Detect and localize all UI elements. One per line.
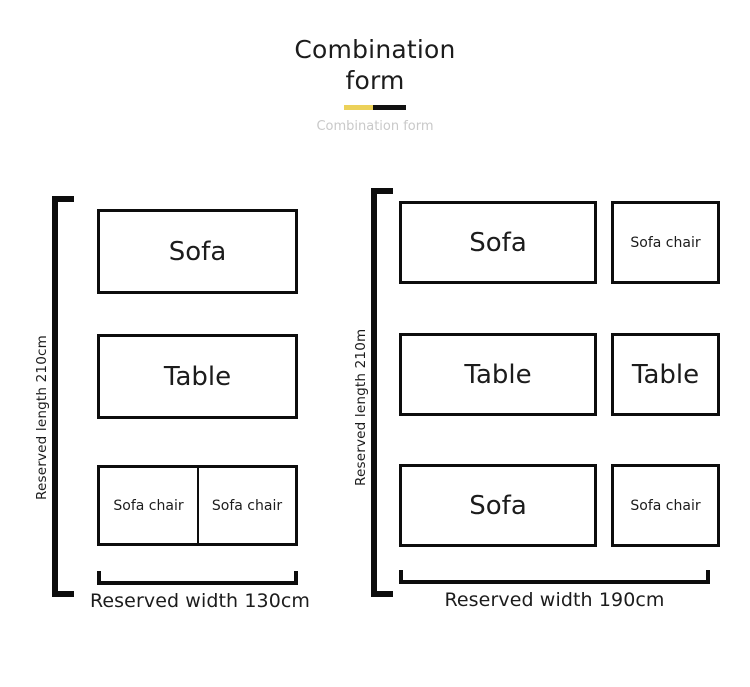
page-header: Combination form Combination form [0, 34, 750, 135]
diagram-right: Reserved length 210m Sofa Sofa chair Tab… [333, 176, 743, 626]
page-title: Combination form [294, 35, 456, 95]
title-divider [344, 105, 406, 110]
diagram-left: Reserved length 210cm Sofa Table Sofa ch… [14, 182, 334, 622]
box-table[interactable]: Table [97, 334, 298, 419]
reserved-width-label-left: Reserved width 130cm [89, 590, 311, 612]
box-sofa-top[interactable]: Sofa [399, 201, 597, 284]
reserved-length-bracket-left [52, 196, 74, 597]
box-sofa-chair-bottom[interactable]: Sofa chair [611, 464, 720, 547]
reserved-width-bracket-left [97, 571, 298, 585]
box-sofa-chair-top[interactable]: Sofa chair [611, 201, 720, 284]
box-sofa-chair-2[interactable]: Sofa chair [198, 465, 298, 546]
box-sofa[interactable]: Sofa [97, 209, 298, 294]
box-sofa-bottom[interactable]: Sofa [399, 464, 597, 547]
box-table-main[interactable]: Table [399, 333, 597, 416]
reserved-width-label-right: Reserved width 190cm [444, 589, 665, 611]
divider-segment-black [373, 105, 406, 110]
box-table-side[interactable]: Table [611, 333, 720, 416]
reserved-length-bracket-right [371, 188, 393, 597]
reserved-length-label-left: Reserved length 210cm [34, 335, 50, 500]
reserved-length-label-right: Reserved length 210m [353, 328, 369, 486]
page-subtitle: Combination form [316, 119, 434, 134]
box-sofa-chair-1[interactable]: Sofa chair [97, 465, 198, 546]
divider-segment-yellow [344, 105, 373, 110]
reserved-width-bracket-right [399, 570, 710, 584]
